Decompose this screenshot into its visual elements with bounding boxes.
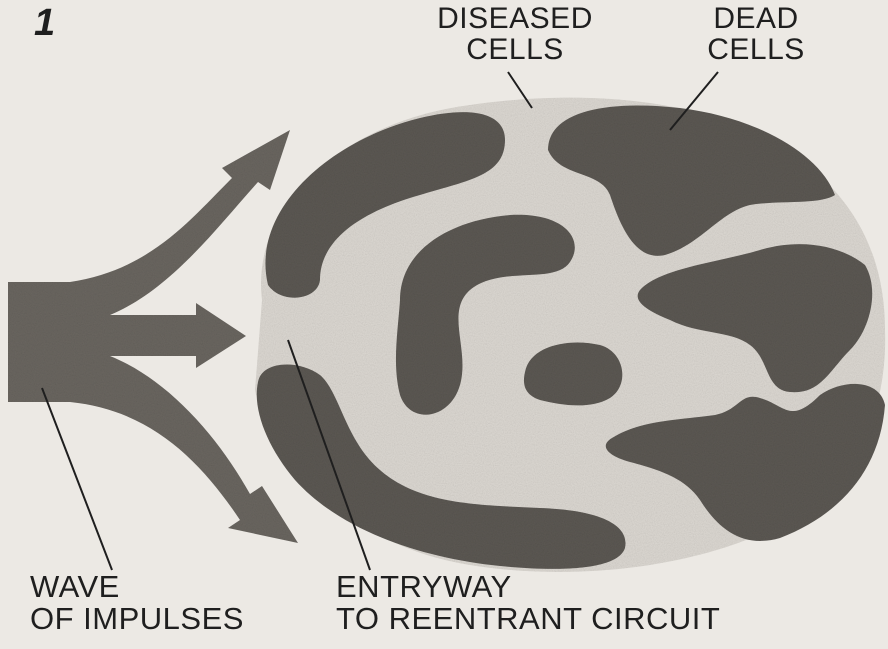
wave-of-impulses-pointer [42, 388, 112, 570]
impulse-wave [8, 130, 298, 543]
wave-of-impulses-label: WAVE OF IMPULSES [30, 571, 244, 634]
label-line: CELLS [686, 35, 826, 66]
label-line: TO REENTRANT CIRCUIT [336, 603, 720, 635]
panel-number: 1 [34, 4, 56, 43]
dead-cells-label: DEAD CELLS [686, 4, 826, 65]
label-line: ENTRYWAY [336, 571, 720, 603]
label-line: CELLS [420, 35, 610, 66]
label-line: DISEASED [420, 4, 610, 35]
entryway-label: ENTRYWAY TO REENTRANT CIRCUIT [336, 571, 720, 634]
diseased-cells-label: DISEASED CELLS [420, 4, 610, 65]
impulse-wave-band [8, 130, 298, 543]
label-line: OF IMPULSES [30, 603, 244, 635]
label-line: WAVE [30, 571, 244, 603]
label-line: DEAD [686, 4, 826, 35]
